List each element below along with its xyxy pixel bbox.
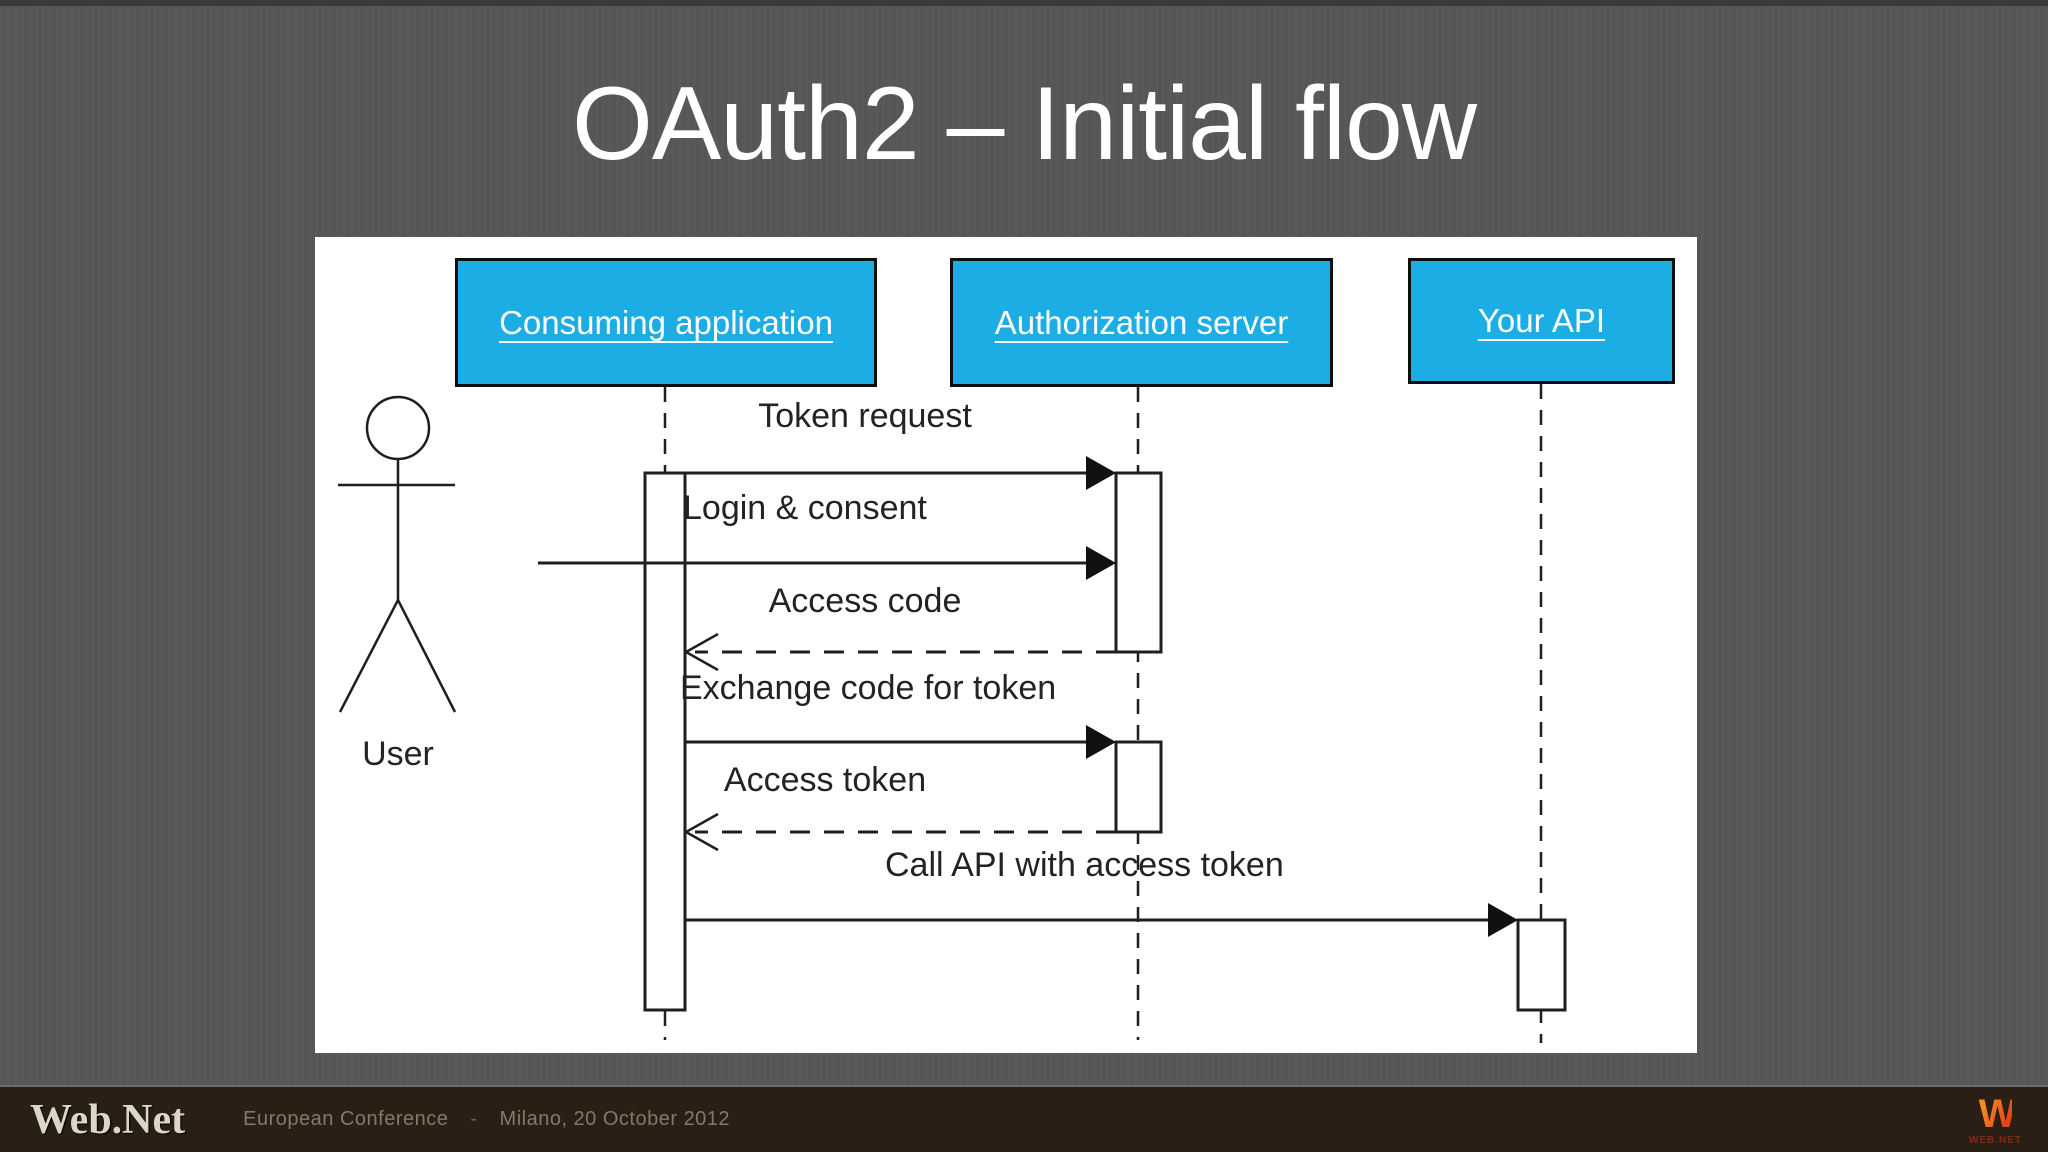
sequence-diagram-panel: Consuming application Authorization serv… <box>315 237 1697 1053</box>
arrowhead-token-request <box>1086 456 1116 490</box>
message-label-call-api: Call API with access token <box>885 846 1284 884</box>
arrowhead-login-consent <box>1086 546 1116 580</box>
activation-bar-consuming-application <box>643 471 687 1012</box>
footer-event-name: European Conference <box>243 1108 449 1130</box>
actor-box-your-api: Your API <box>1408 258 1675 384</box>
slide-title: OAuth2 – Initial flow <box>572 66 1477 182</box>
message-label-login-consent: Login & consent <box>683 489 927 527</box>
sequence-diagram-canvas <box>338 384 1567 1043</box>
actor-box-authorization-server: Authorization server <box>950 258 1333 387</box>
webnet-w-icon: W <box>1978 1091 2017 1136</box>
message-label-token-request: Token request <box>758 397 972 435</box>
footer-separator: - <box>470 1108 478 1130</box>
activation-bar-your-api <box>1516 918 1567 1012</box>
actor-label-authorization-server: Authorization server <box>994 303 1289 341</box>
user-stick-figure-icon <box>338 395 457 713</box>
arrowhead-call-api <box>1488 903 1518 937</box>
footer-bar: Web.Net European Conference - Milano, 20… <box>0 1085 2048 1152</box>
message-label-access-token: Access token <box>723 761 927 799</box>
user-actor-label: User <box>362 735 434 773</box>
message-label-access-code: Access code <box>768 582 962 620</box>
arrowhead-access-token <box>683 812 719 852</box>
actor-label-your-api: Your API <box>1477 302 1606 339</box>
activation-bar-authorization-server-2 <box>1114 740 1163 834</box>
actor-box-consuming-application: Consuming application <box>455 258 877 387</box>
screen-top-edge <box>0 0 2048 6</box>
webnet-logo-caption: WEB.NET <box>1968 1134 2022 1146</box>
webnet-logo: W WEB.NET <box>1969 1094 2022 1146</box>
footer-subtitle: European Conference - Milano, 20 October… <box>243 1108 730 1131</box>
footer-location-date: Milano, 20 October 2012 <box>499 1108 731 1130</box>
arrowhead-access-code <box>683 632 719 672</box>
activation-bar-authorization-server-1 <box>1114 471 1163 654</box>
arrowhead-exchange-code <box>1086 725 1116 759</box>
webnet-brand-wordmark: Web.Net <box>30 1096 186 1143</box>
actor-label-consuming-application: Consuming application <box>499 303 833 341</box>
message-label-exchange-code: Exchange code for token <box>680 669 1057 707</box>
